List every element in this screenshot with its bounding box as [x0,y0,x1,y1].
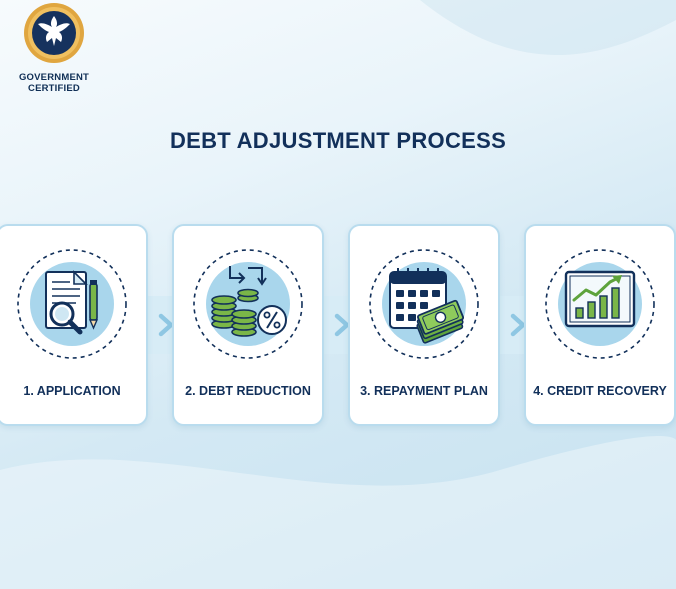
step-label: 3. REPAYMENT PLAN [360,384,488,398]
step-label: 2. DEBT REDUCTION [185,384,311,398]
growth-chart-icon [545,249,655,359]
page-title: DEBT ADJUSTMENT PROCESS [169,128,507,153]
chevron-right-icon [158,313,174,337]
badge-line-2: CERTIFIED [28,83,80,94]
step-card-repayment-plan: 3. REPAYMENT PLAN [348,224,500,426]
document-magnifier-icon [17,249,127,359]
step-card-credit-recovery: 4. CREDIT RECOVERY [524,224,676,426]
badge-line-1: GOVERNMENT [18,72,90,83]
eagle-seal-icon [24,3,84,63]
step-card-application: 1. APPLICATION [0,224,148,426]
step-card-debt-reduction: 2. DEBT REDUCTION [172,224,324,426]
badge-label: GOVERNMENT CERTIFIED [8,72,100,94]
process-flow: 1. APPLICATION [0,224,676,428]
chevron-right-icon [334,313,350,337]
government-certified-badge: GOVERNMENT CERTIFIED [8,2,100,94]
calendar-money-icon [369,249,479,359]
chevron-right-icon [510,313,526,337]
step-label: 1. APPLICATION [23,384,121,398]
step-label: 4. CREDIT RECOVERY [533,384,667,398]
coins-percent-icon [193,249,303,359]
